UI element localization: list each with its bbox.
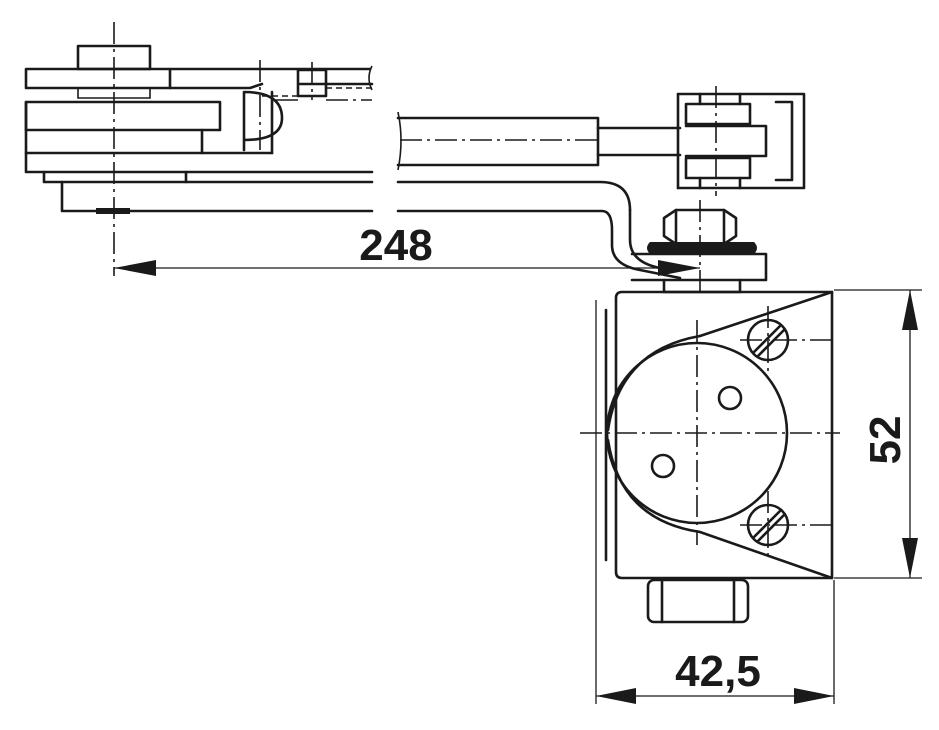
washer xyxy=(647,242,757,254)
bottom-cap xyxy=(646,578,750,624)
hole-lower xyxy=(650,453,676,479)
lower-arm-plate xyxy=(24,151,374,174)
bent-arm xyxy=(396,209,682,280)
arm-body-upper xyxy=(24,100,222,132)
arm-assembly xyxy=(24,44,682,280)
closer-body xyxy=(580,290,840,624)
hole-upper xyxy=(717,385,743,411)
dim-52-label: 52 xyxy=(861,416,910,465)
dim-42-5-label: 42,5 xyxy=(675,647,761,696)
hex-nut xyxy=(662,208,738,246)
connecting-rod xyxy=(396,116,600,167)
arm-curve xyxy=(242,90,284,152)
dim-248-label: 248 xyxy=(359,221,432,270)
body-outline xyxy=(614,290,834,580)
dimension-lines xyxy=(113,22,922,704)
arm-shoe xyxy=(630,252,768,282)
pivot-assembly xyxy=(630,86,806,294)
pivot-bracket xyxy=(676,92,806,190)
